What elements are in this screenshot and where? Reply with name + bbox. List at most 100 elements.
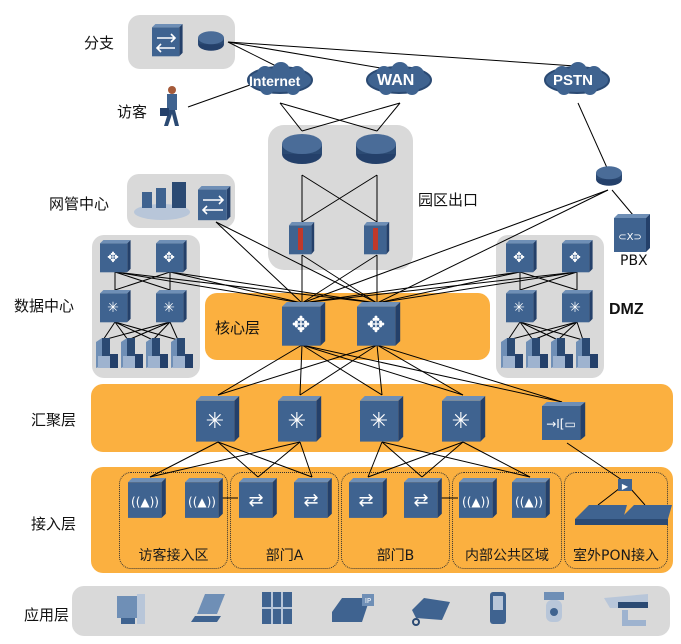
branch-label: 分支 xyxy=(84,34,115,52)
application-layer-label: 应用层 xyxy=(24,606,70,624)
dmz-agg-switch-1-icon: ✳ xyxy=(506,290,537,323)
ptz-camera-icon xyxy=(544,592,564,622)
access-zone-pon-label: 室外PON接入 xyxy=(573,548,659,564)
svg-text:((▲)): ((▲)) xyxy=(188,495,216,509)
dept-a-switch-2-icon: ⇄ xyxy=(294,478,332,518)
dc-server-2-icon xyxy=(121,338,143,368)
svg-text:((▲)): ((▲)) xyxy=(515,495,543,509)
onu-1-icon xyxy=(575,505,627,525)
core-layer-label: 核心层 xyxy=(215,319,261,337)
dmz-label: DMZ xyxy=(609,301,644,318)
svg-text:⇄: ⇄ xyxy=(358,490,373,511)
visitor-label: 访客 xyxy=(117,103,148,121)
dc-server-3-icon xyxy=(146,338,168,368)
core-switch-2-icon: ✥ xyxy=(357,302,401,346)
video-wall-icon xyxy=(262,592,292,624)
svg-text:✥: ✥ xyxy=(569,250,581,266)
desktop-pc-icon xyxy=(117,594,145,624)
agg-switch-4-icon: ✳ xyxy=(442,396,486,442)
svg-text:→I[▭: →I[▭ xyxy=(546,417,576,431)
core-switch-1-icon: ✥ xyxy=(282,302,326,346)
voice-gateway-router-icon xyxy=(596,166,622,186)
branch-switch-icon xyxy=(152,24,183,57)
svg-text:((▲)): ((▲)) xyxy=(131,495,159,509)
public-ap-2-icon: ((▲)) xyxy=(512,478,550,518)
svg-text:✥: ✥ xyxy=(367,313,385,338)
onu-2-icon xyxy=(620,505,672,525)
access-zone-visitor-label: 访客接入区 xyxy=(138,548,209,564)
svg-text:✳: ✳ xyxy=(206,409,224,434)
visitor-person-icon xyxy=(160,86,179,126)
egress-router-2-icon xyxy=(356,134,396,164)
access-zone-dept-b xyxy=(341,472,450,569)
pda-icon xyxy=(490,592,506,624)
nms-switch-icon xyxy=(198,186,231,221)
core-layer-band xyxy=(205,293,490,360)
visitor-ap-1-icon: ((▲)) xyxy=(128,478,166,518)
svg-text:IP: IP xyxy=(365,597,371,605)
dc-server-1-icon xyxy=(96,338,118,368)
access-zone-public xyxy=(452,472,562,569)
nms-servers-icon xyxy=(134,182,190,220)
dc-router-1-icon: ✥ xyxy=(100,240,131,273)
svg-text:⇄: ⇄ xyxy=(248,490,263,511)
pbx-icon: ⊂X⊃ xyxy=(614,214,650,252)
link-lines xyxy=(102,41,646,506)
ip-phone-icon xyxy=(412,598,450,626)
svg-text:((▲)): ((▲)) xyxy=(462,495,490,509)
access-zone-dept-b-label: 部门B xyxy=(376,548,415,564)
svg-text:▶: ▶ xyxy=(622,482,629,491)
access-zone-public-label: 内部公共区域 xyxy=(465,548,549,564)
olt-icon: →I[▭ xyxy=(542,402,586,440)
dmz-server-3-icon xyxy=(551,338,573,368)
branch-router-icon xyxy=(198,31,224,51)
dmz-router-2-icon: ✥ xyxy=(562,240,593,273)
svg-text:⇄: ⇄ xyxy=(413,490,428,511)
svg-text:✳: ✳ xyxy=(452,409,470,434)
dmz-server-1-icon xyxy=(501,338,523,368)
dept-a-switch-1-icon: ⇄ xyxy=(239,478,277,518)
agg-switch-2-icon: ✳ xyxy=(278,396,322,442)
dept-b-switch-1-icon: ⇄ xyxy=(349,478,387,518)
nms-label: 网管中心 xyxy=(49,195,110,213)
agg-switch-1-icon: ✳ xyxy=(196,396,240,442)
agg-switch-3-icon: ✳ xyxy=(360,396,404,442)
optical-splitter-icon: ▶ xyxy=(618,479,632,491)
visitor-ap-2-icon: ((▲)) xyxy=(185,478,223,518)
svg-text:✳: ✳ xyxy=(513,300,525,316)
dc-router-2-icon: ✥ xyxy=(156,240,187,273)
wan-cloud-label: WAN xyxy=(377,72,415,89)
public-ap-1-icon: ((▲)) xyxy=(459,478,497,518)
svg-text:✥: ✥ xyxy=(163,250,175,266)
campus-egress-label: 园区出口 xyxy=(418,191,479,209)
dc-agg-switch-2-icon: ✳ xyxy=(156,290,187,323)
access-layer-label: 接入层 xyxy=(31,515,77,533)
dc-agg-switch-1-icon: ✳ xyxy=(100,290,131,323)
dc-server-4-icon xyxy=(171,338,193,368)
svg-text:⊂X⊃: ⊂X⊃ xyxy=(618,232,642,243)
data-center-label: 数据中心 xyxy=(14,297,75,315)
svg-text:✳: ✳ xyxy=(370,409,388,434)
dmz-server-4-icon xyxy=(576,338,598,368)
svg-text:✳: ✳ xyxy=(107,300,119,316)
svg-text:✥: ✥ xyxy=(292,313,310,338)
dmz-server-2-icon xyxy=(526,338,548,368)
svg-text:✳: ✳ xyxy=(569,300,581,316)
firewall-1-icon xyxy=(289,222,315,255)
pstn-cloud-label: PSTN xyxy=(553,72,594,89)
internet-cloud-label: Internet xyxy=(249,73,301,89)
dept-b-switch-2-icon: ⇄ xyxy=(404,478,442,518)
access-zone-dept-a xyxy=(230,472,339,569)
ip-fax-icon: IP xyxy=(332,594,374,622)
egress-router-1-icon xyxy=(282,134,322,164)
svg-text:✳: ✳ xyxy=(288,409,306,434)
access-zone-dept-a-label: 部门A xyxy=(265,548,304,564)
surveillance-camera-icon xyxy=(604,594,648,626)
svg-text:⇄: ⇄ xyxy=(303,490,318,511)
firewall-2-icon xyxy=(364,222,390,255)
pbx-label: PBX xyxy=(620,253,648,269)
dmz-router-1-icon: ✥ xyxy=(506,240,537,273)
svg-text:✥: ✥ xyxy=(513,250,525,266)
dmz-agg-switch-2-icon: ✳ xyxy=(562,290,593,323)
